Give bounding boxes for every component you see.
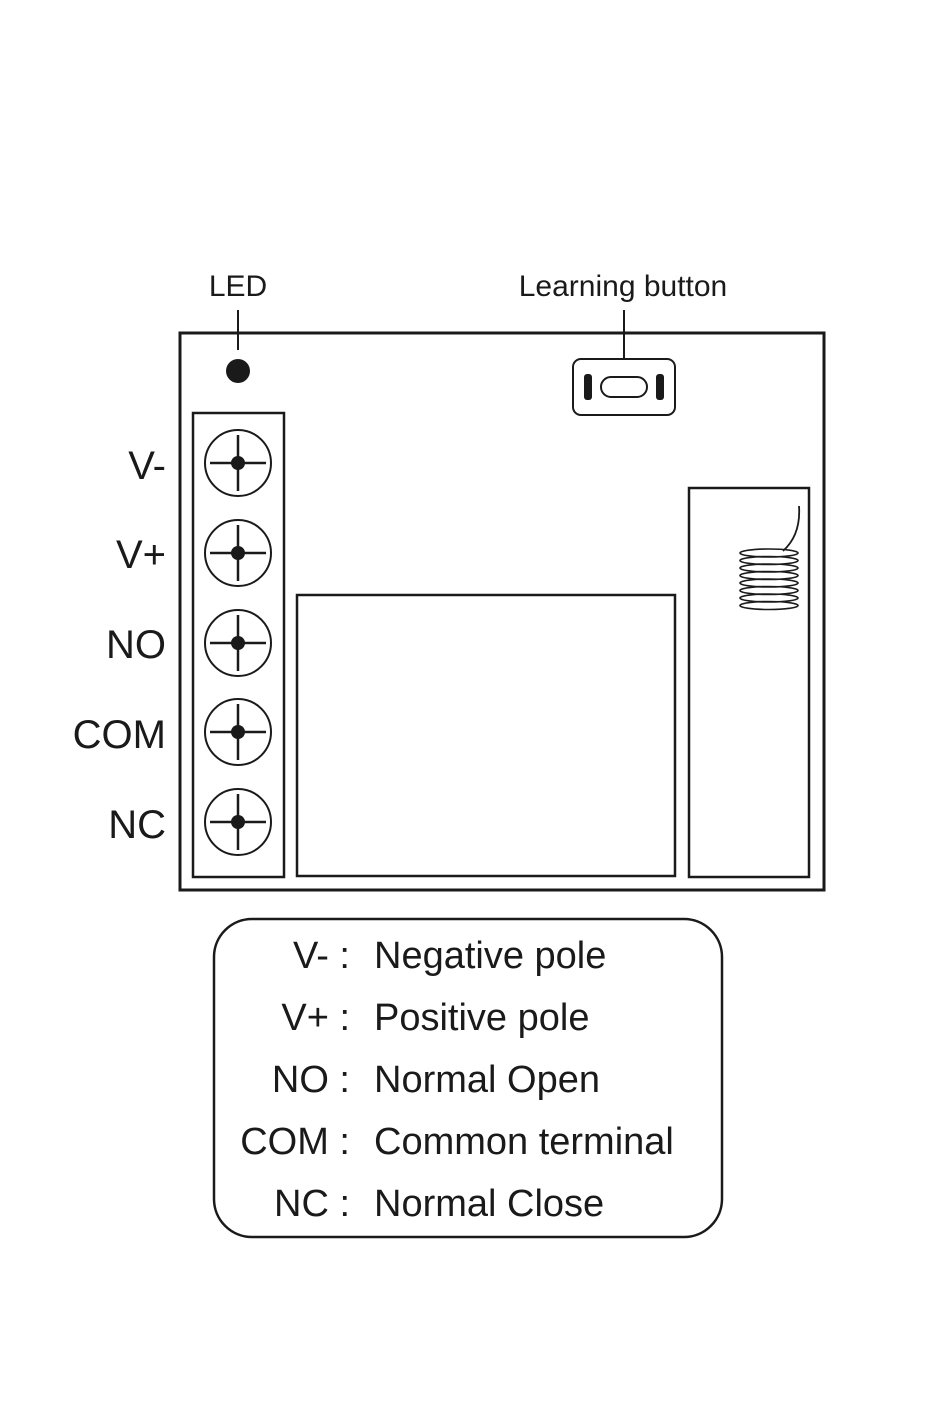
terminal-label-v-plus: V+ [116, 533, 166, 577]
antenna-lead [783, 506, 799, 551]
legend-code-v-plus: V+ : [281, 997, 350, 1039]
relay-component [297, 595, 675, 876]
terminal-label-com: COM [73, 713, 166, 757]
terminal-screw-nc [205, 789, 271, 855]
legend-code-nc: NC : [274, 1183, 350, 1225]
antenna-coil [740, 506, 799, 610]
legend-meaning-v-minus: Negative pole [374, 935, 606, 977]
terminal-screws [205, 430, 271, 855]
terminal-screw-v-plus [205, 520, 271, 586]
legend-meaning-v-plus: Positive pole [374, 997, 589, 1039]
receiver-module [689, 488, 809, 877]
terminal-screw-com [205, 699, 271, 765]
legend-code-com: COM : [240, 1121, 350, 1163]
terminal-screw-no [205, 610, 271, 676]
terminal-screw-v-minus [205, 430, 271, 496]
terminal-label-nc: NC [108, 803, 166, 847]
terminal-label-v-minus: V- [128, 444, 166, 488]
terminal-label-no: NO [106, 623, 166, 667]
learning-button[interactable] [573, 359, 675, 415]
legend-meaning-com: Common terminal [374, 1121, 674, 1163]
circuit-board [180, 333, 824, 890]
legend-meaning-nc: Normal Close [374, 1183, 604, 1225]
led-indicator [226, 359, 250, 383]
legend-code-v-minus: V- : [293, 935, 350, 977]
learning-button-label: Learning button [519, 270, 728, 303]
legend-meaning-no: Normal Open [374, 1059, 600, 1101]
led-label: LED [209, 270, 267, 303]
legend-code-no: NO : [272, 1059, 350, 1101]
